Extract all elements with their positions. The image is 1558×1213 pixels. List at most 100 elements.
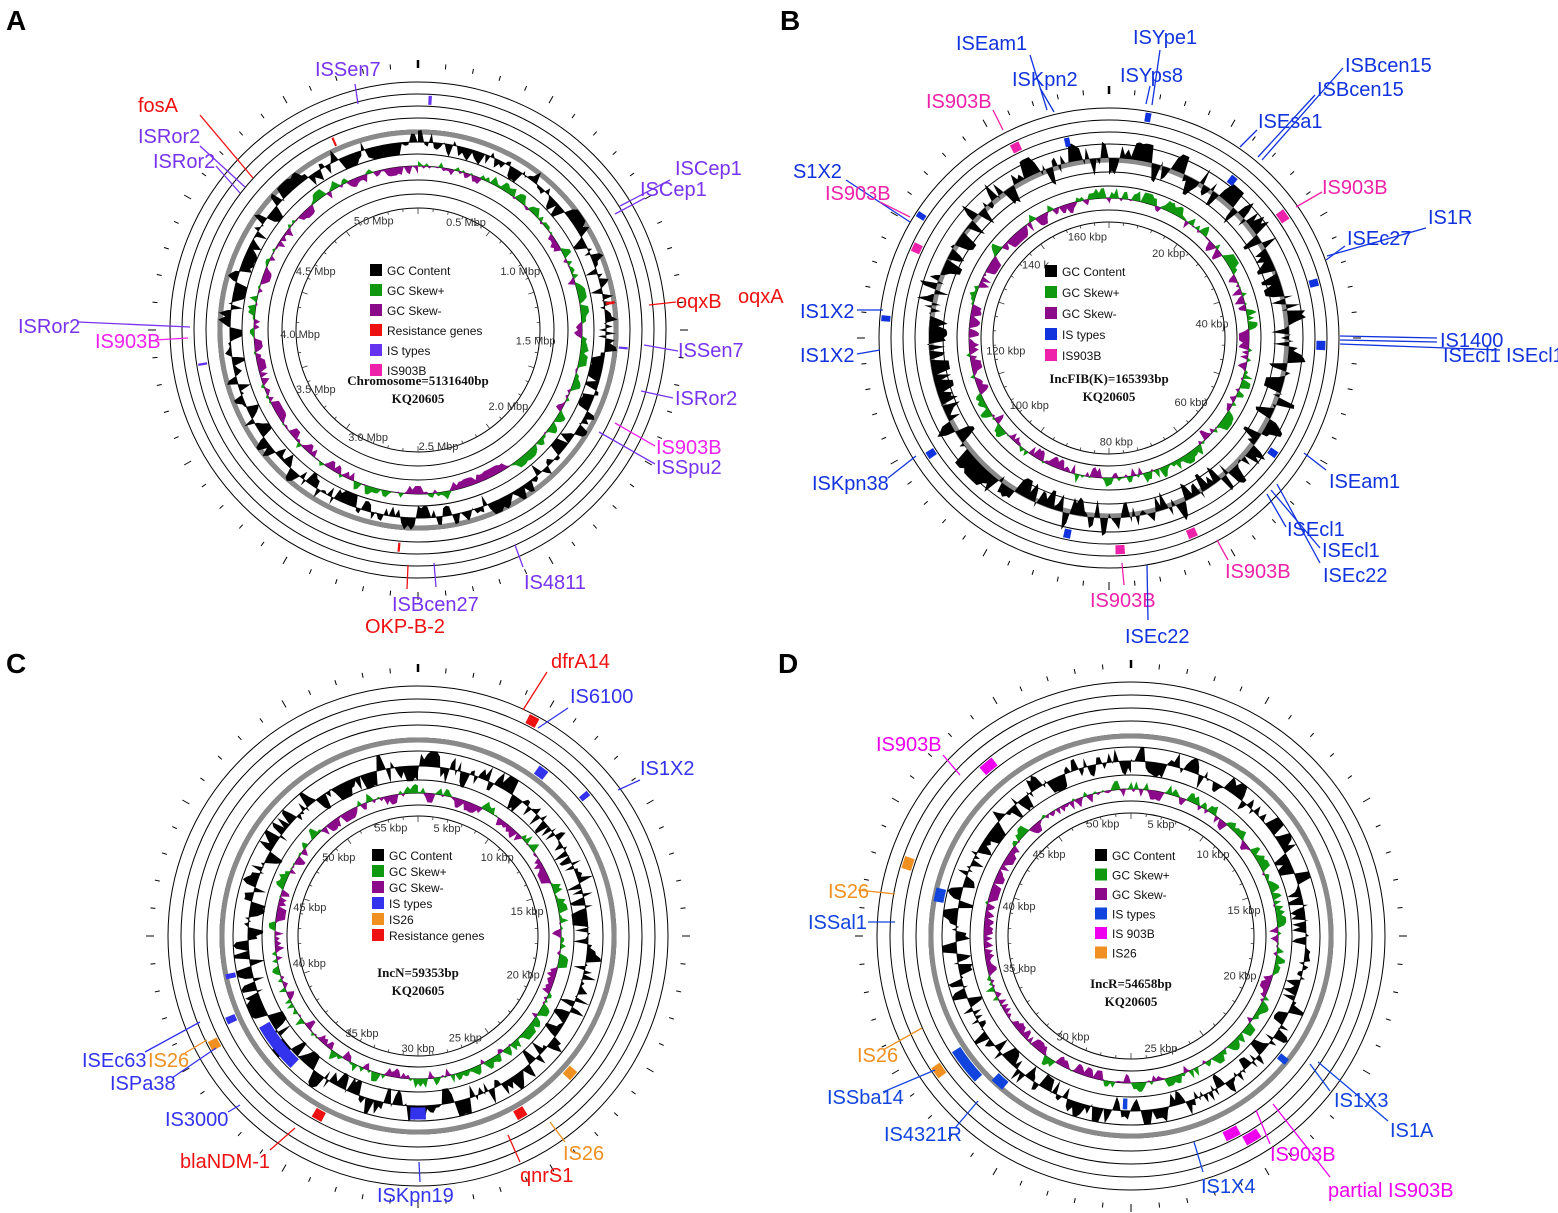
scale-tick bbox=[173, 220, 179, 224]
scale-label: 5 kbp bbox=[1148, 819, 1175, 831]
scale-label: 1.0 Mbp bbox=[500, 266, 540, 278]
inner-scale-tick bbox=[1040, 426, 1045, 433]
gene-label: IS26 bbox=[563, 1143, 604, 1165]
scale-tick bbox=[260, 541, 265, 547]
scale-tick bbox=[1056, 576, 1059, 582]
scale-tick bbox=[594, 1131, 599, 1137]
inner-scale-tick bbox=[1213, 371, 1220, 375]
track-ring bbox=[914, 143, 1304, 533]
inner-scale-tick bbox=[1019, 263, 1023, 267]
label-leader-line bbox=[1276, 483, 1321, 564]
inner-scale-tick bbox=[1003, 288, 1007, 291]
legend-swatch bbox=[1045, 265, 1057, 277]
inner-scale-tick bbox=[1010, 275, 1014, 278]
scale-tick bbox=[644, 460, 653, 466]
scale-tick bbox=[1271, 518, 1276, 524]
inner-scale-tick bbox=[1199, 836, 1204, 842]
scale-tick bbox=[612, 150, 617, 156]
scale-tick bbox=[1320, 211, 1328, 217]
scale-tick bbox=[444, 590, 447, 596]
inner-scale-tick bbox=[1046, 1023, 1050, 1026]
scale-tick bbox=[592, 131, 598, 136]
gene-label: OKP-B-2 bbox=[365, 616, 445, 638]
inner-scale-tick bbox=[1003, 385, 1007, 388]
track-ring bbox=[915, 720, 1347, 1152]
inner-scale-tick bbox=[1248, 958, 1252, 960]
scale-tick bbox=[163, 410, 169, 413]
scale-label: 80 kbp bbox=[1100, 437, 1133, 449]
scale-tick bbox=[182, 1067, 190, 1073]
gene-label: ISSpu2 bbox=[656, 457, 722, 479]
legend-swatch bbox=[1045, 349, 1057, 361]
inner-scale-tick bbox=[1174, 1047, 1177, 1051]
scale-tick bbox=[156, 273, 162, 277]
scale-tick bbox=[1230, 549, 1236, 557]
feature-block bbox=[910, 242, 923, 255]
scale-tick bbox=[281, 1164, 287, 1172]
scale-label: 0.5 Mbp bbox=[446, 217, 486, 229]
track-ring bbox=[902, 131, 1316, 545]
inner-scale-tick bbox=[518, 264, 522, 267]
inner-scale-tick bbox=[334, 240, 337, 244]
legend-label: GC Skew+ bbox=[1112, 869, 1170, 883]
scale-tick bbox=[1230, 119, 1236, 127]
label-leader-line bbox=[882, 1027, 923, 1051]
feature-block bbox=[1276, 1053, 1289, 1065]
inner-scale-tick bbox=[526, 898, 533, 902]
scale-tick bbox=[680, 907, 686, 909]
label-leader-line bbox=[227, 1104, 241, 1113]
scale-tick bbox=[861, 311, 867, 313]
scale-label: 160 kbp bbox=[1068, 231, 1107, 243]
label-leader-line bbox=[406, 564, 409, 590]
backbone-ring bbox=[219, 737, 617, 1135]
inner-scale-tick bbox=[300, 913, 304, 915]
scale-tick bbox=[571, 541, 576, 547]
label-leader-line bbox=[857, 889, 896, 895]
scale-tick bbox=[334, 1186, 337, 1192]
feature-block bbox=[311, 1107, 326, 1122]
scale-tick bbox=[152, 301, 158, 304]
inner-scale-tick bbox=[323, 405, 327, 409]
scale-tick bbox=[156, 383, 162, 387]
label-leader-line bbox=[144, 1021, 201, 1053]
scale-label: 40 kbp bbox=[293, 958, 326, 970]
feature-block bbox=[1242, 1128, 1262, 1146]
scale-label: 40 kbp bbox=[1195, 319, 1228, 331]
scale-tick bbox=[657, 436, 663, 440]
inner-scale-tick bbox=[316, 998, 320, 1001]
gene-label: ISYps8 bbox=[1120, 65, 1183, 87]
scale-tick bbox=[1306, 481, 1311, 485]
scale-label: 55 kbp bbox=[374, 822, 407, 834]
label-leader-line bbox=[1261, 67, 1344, 161]
legend-swatch bbox=[1045, 328, 1057, 340]
scale-tick bbox=[389, 1198, 391, 1204]
scale-tick bbox=[881, 236, 887, 240]
scale-tick bbox=[863, 991, 869, 994]
scale-tick bbox=[1183, 101, 1187, 107]
scale-tick bbox=[361, 1194, 364, 1200]
gene-label: ISEc27 bbox=[1347, 228, 1411, 250]
scale-tick bbox=[361, 68, 365, 74]
feature-block bbox=[1063, 137, 1071, 148]
inner-scale-tick bbox=[534, 351, 538, 354]
gene-label: oqxA bbox=[738, 286, 784, 308]
inner-scale-tick bbox=[1213, 301, 1220, 305]
scale-tick bbox=[629, 172, 635, 177]
scale-label: 30 kbp bbox=[401, 1043, 434, 1055]
inner-scale-tick bbox=[1195, 409, 1199, 413]
scale-tick bbox=[1134, 90, 1136, 96]
legend-label: GC Skew- bbox=[1062, 307, 1117, 321]
scale-label: 5.0 Mbp bbox=[354, 216, 394, 228]
inner-scale-tick bbox=[309, 884, 313, 887]
feature-block bbox=[933, 887, 947, 903]
scale-tick bbox=[1288, 1152, 1292, 1158]
panel-letter: D bbox=[778, 648, 798, 679]
scale-label: 40 kbp bbox=[1002, 901, 1035, 913]
track-ring bbox=[181, 93, 655, 567]
gene-label: IS26 bbox=[857, 1045, 898, 1067]
scale-tick bbox=[1351, 311, 1357, 313]
label-leader-line bbox=[598, 431, 656, 465]
scale-label: 140 k bbox=[1022, 260, 1049, 272]
inner-scale-tick bbox=[528, 365, 535, 369]
feature-block bbox=[525, 714, 540, 728]
